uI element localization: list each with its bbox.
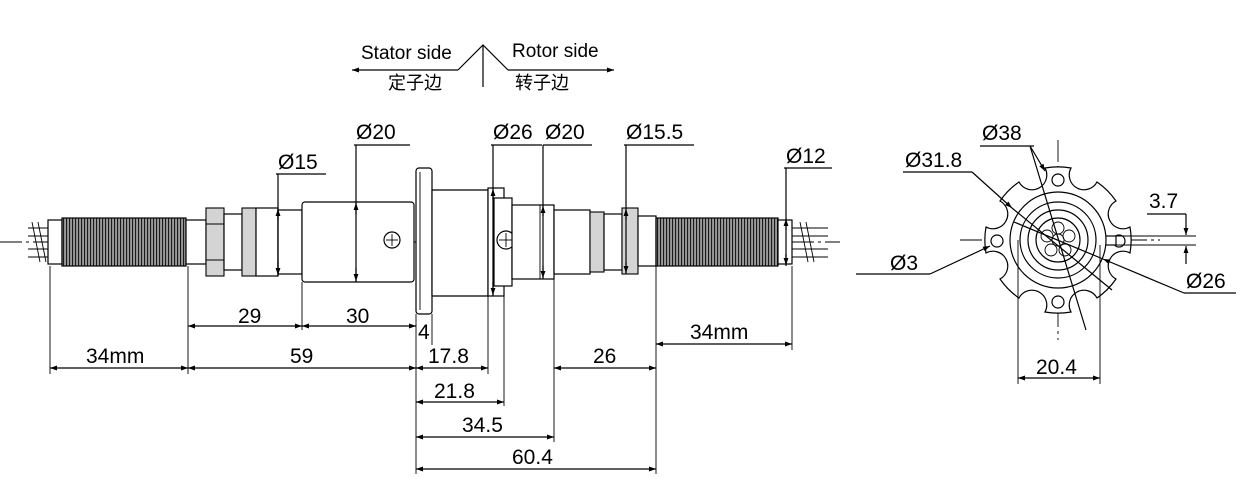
dim-30: 30 xyxy=(346,305,369,328)
side-diameter-callouts: Ø20 Ø15 Ø26 Ø20 Ø15.5 Ø12 xyxy=(275,121,832,296)
dim-34mm-right: 34mm xyxy=(690,321,748,344)
right-fitting-nut-2 xyxy=(621,207,639,275)
left-fitting-1 xyxy=(185,219,207,265)
left-wire-stubs xyxy=(28,221,48,263)
left-fitting-nut-1 xyxy=(205,207,225,277)
left-fitting-4 xyxy=(277,209,303,275)
flange-hub xyxy=(431,189,489,297)
rotor-side-label: Rotor side xyxy=(512,41,599,62)
end-dim-20-4: 20.4 xyxy=(1036,356,1077,379)
left-fitting-2 xyxy=(223,213,243,271)
mount-hole-top xyxy=(1051,173,1065,187)
dim-29: 29 xyxy=(238,305,261,328)
left-fitting-3 xyxy=(255,207,279,277)
dim-34-5: 34.5 xyxy=(462,414,503,437)
side-orientation-header: Stator side 定子边 Rotor side 转子边 xyxy=(352,41,614,94)
dim-d26: Ø26 xyxy=(493,121,533,144)
dim-d12: Ø12 xyxy=(786,145,826,168)
side-view xyxy=(0,167,840,315)
end-view xyxy=(960,140,1160,340)
dim-d20-left: Ø20 xyxy=(356,121,396,144)
right-fitting-nut-1 xyxy=(589,211,605,273)
dim-d20-right: Ø20 xyxy=(545,121,585,144)
end-dim-d3: Ø3 xyxy=(890,252,918,275)
right-wire-stubs xyxy=(792,221,828,263)
dim-26: 26 xyxy=(593,345,616,368)
left-end-cap xyxy=(47,219,63,265)
stator-housing xyxy=(301,201,415,283)
left-spring-hose xyxy=(61,217,187,267)
dim-17-8: 17.8 xyxy=(428,345,469,368)
dim-4: 4 xyxy=(418,321,430,344)
rotor-side-cn-label: 转子边 xyxy=(515,73,569,94)
end-dim-d26: Ø26 xyxy=(1186,270,1226,293)
right-fitting-1 xyxy=(553,209,591,275)
mounting-flange xyxy=(415,167,433,315)
end-dim-d38: Ø38 xyxy=(982,122,1022,145)
side-length-dimensions: 29 30 4 34mm 34mm 59 17.8 26 21.8 34.5 6… xyxy=(49,266,793,474)
dim-d15: Ø15 xyxy=(278,151,318,174)
dim-60-4: 60.4 xyxy=(512,446,553,469)
stator-side-label: Stator side xyxy=(361,43,452,64)
end-dim-3-7: 3.7 xyxy=(1149,190,1178,213)
dim-34mm-left: 34mm xyxy=(86,345,144,368)
right-end-cap xyxy=(777,219,793,265)
dim-d15-5: Ø15.5 xyxy=(626,121,683,144)
mount-hole-bottom xyxy=(1051,295,1065,309)
dim-21-8: 21.8 xyxy=(434,380,475,403)
mount-hole-left xyxy=(990,234,1004,248)
rotor-body xyxy=(511,204,555,280)
right-fitting-3 xyxy=(637,215,657,267)
left-fitting-nut-2 xyxy=(241,207,257,277)
right-spring-hose xyxy=(655,217,779,267)
end-view-dimensions: Ø38 Ø31.8 Ø3 Ø26 3.7 20.4 xyxy=(856,122,1236,384)
end-dim-d31-8: Ø31.8 xyxy=(905,149,962,172)
stator-side-cn-label: 定子边 xyxy=(388,73,442,94)
dim-59: 59 xyxy=(290,345,313,368)
right-fitting-2 xyxy=(603,213,623,271)
